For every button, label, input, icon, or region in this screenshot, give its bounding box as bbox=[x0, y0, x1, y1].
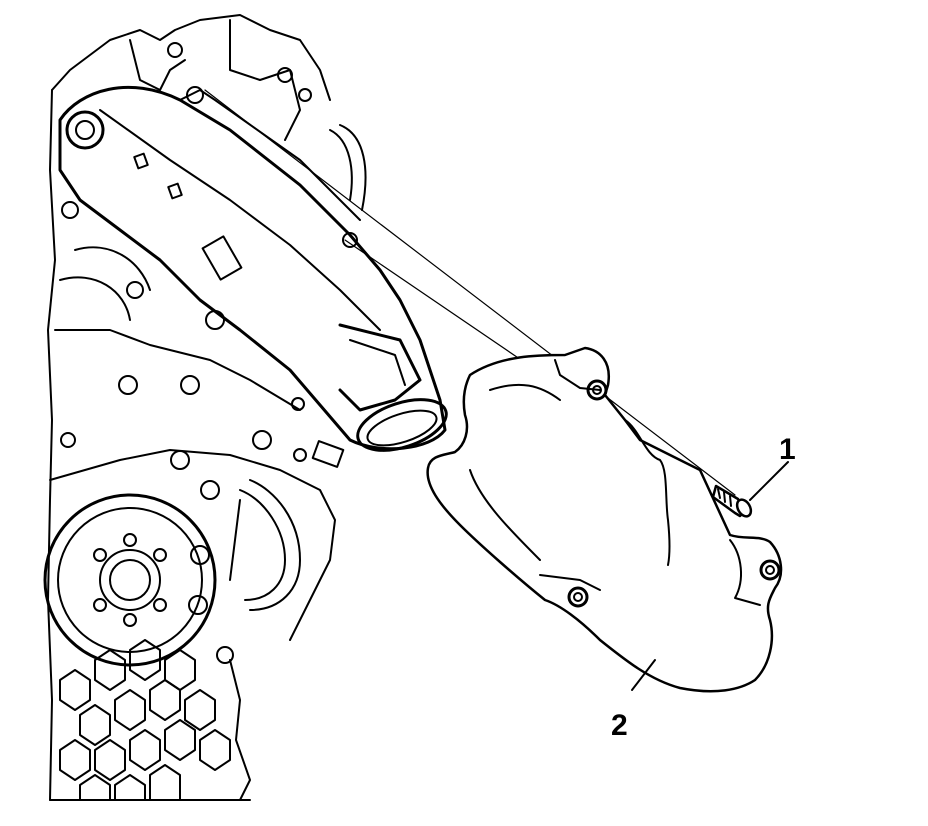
honeycomb-grille bbox=[59, 639, 231, 801]
callout-leader-1 bbox=[749, 461, 789, 501]
engine-block bbox=[43, 14, 448, 801]
callout-label-1: 1 bbox=[779, 433, 796, 466]
callout-label-2: 2 bbox=[611, 709, 628, 742]
bolt bbox=[711, 484, 753, 518]
callout-leader-2 bbox=[631, 659, 656, 691]
heat-shield bbox=[426, 346, 783, 693]
